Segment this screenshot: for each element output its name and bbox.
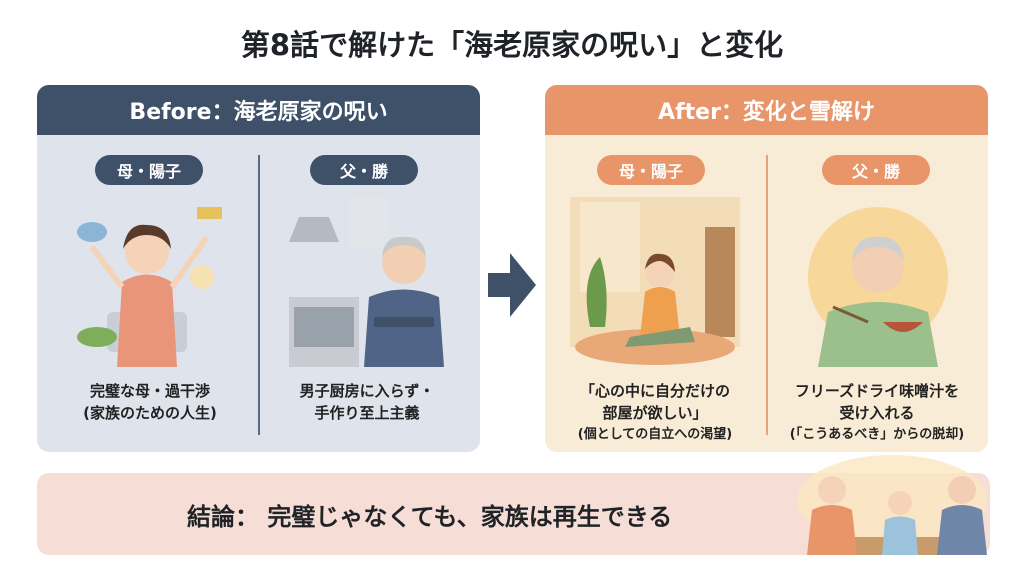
stern-father-illustration (289, 197, 444, 367)
before-header: Before：海老原家の呪い (37, 85, 480, 135)
mother-label-before: 母・陽子 (95, 155, 203, 185)
caption-line: フリーズドライ味噌汁を (794, 382, 960, 400)
before-panel: Before：海老原家の呪い 母・陽子 父・勝 完璧な母・過干渉 (家族のための… (37, 85, 480, 452)
conclusion-banner: 結論： 完璧じゃなくても、家族は再生できる (37, 455, 990, 555)
page-title: 第8話で解けた「海老原家の呪い」と変化 (240, 28, 784, 62)
caption-line: 完璧な母・過干渉 (89, 382, 210, 400)
father-label-after: 父・勝 (822, 155, 930, 185)
busy-mother-illustration (77, 207, 222, 367)
after-header: After：変化と雪解け (545, 85, 988, 135)
caption-line: 手作り至上主義 (314, 404, 420, 422)
smiling-father-illustration (808, 207, 948, 367)
arrow-right-icon (488, 253, 536, 317)
caption-sub: (個としての自立への渇望) (577, 427, 733, 442)
caption-line: 「心の中に自分だけの (579, 382, 730, 400)
caption-sub: (「こうあるべき」からの脱却) (789, 427, 965, 442)
mother-caption-after: 「心の中に自分だけの 部屋が欲しい」 (個としての自立への渇望) (550, 380, 760, 446)
father-caption-after: フリーズドライ味噌汁を 受け入れる (「こうあるべき」からの脱却) (772, 380, 982, 446)
after-panel: After：変化と雪解け 母・陽子 父・勝 「心の中に自分だけの 部屋が欲しい」… (545, 85, 988, 452)
relaxed-mother-illustration (570, 197, 740, 365)
caption-sub: (家族のための人生) (83, 404, 217, 422)
father-caption-before: 男子厨房に入らず・ 手作り至上主義 (262, 380, 472, 424)
mother-label-after: 母・陽子 (597, 155, 705, 185)
conclusion-text: 結論： 完璧じゃなくても、家族は再生できる (187, 503, 673, 531)
divider (766, 155, 768, 435)
father-label-before: 父・勝 (310, 155, 418, 185)
caption-line: 男子厨房に入らず・ (299, 382, 435, 400)
caption-line: 部屋が欲しい」 (602, 404, 708, 422)
caption-line: 受け入れる (839, 404, 915, 422)
divider (258, 155, 260, 435)
family-dinner-illustration (797, 455, 987, 555)
mother-caption-before: 完璧な母・過干渉 (家族のための人生) (45, 380, 255, 424)
